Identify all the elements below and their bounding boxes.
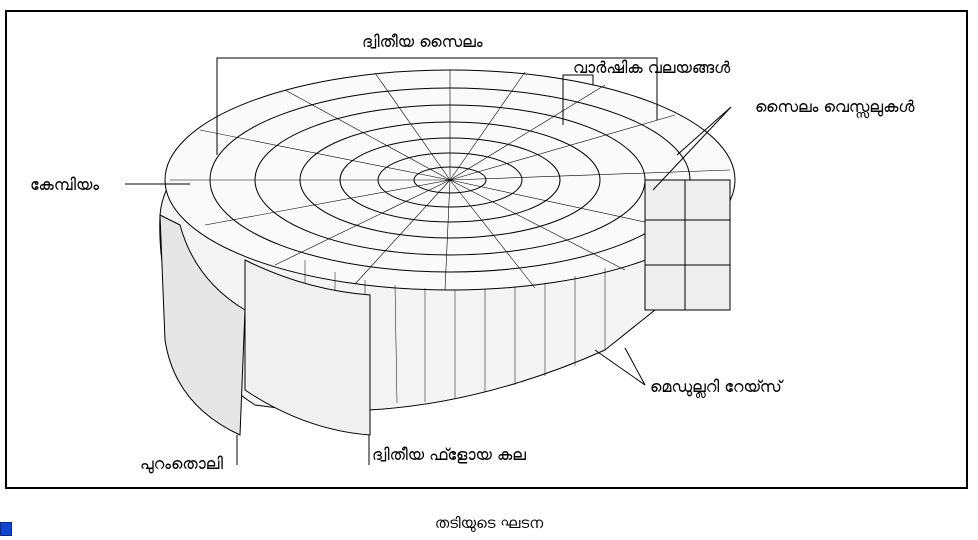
- selection-handle[interactable]: [0, 522, 12, 536]
- label-cambium: കേമ്പിയം: [30, 176, 99, 194]
- label-bark: പുറംതൊലി: [140, 455, 223, 473]
- label-secondary-xylem: ദ്വിതീയ സൈലം: [362, 33, 483, 51]
- xylem-vessel-block: [645, 180, 730, 310]
- stem-cross-section-illustration: [5, 10, 968, 489]
- label-annual-rings: വാർഷിക വലയങ്ങൾ: [573, 59, 730, 77]
- figure-caption: തടിയുടെ ഘടന: [0, 514, 978, 532]
- label-secondary-phloem: ദ്വിതീയ ഫ്ളോയ കല: [372, 446, 526, 464]
- label-xylem-vessels: സൈലം വെസ്സലുകൾ: [755, 98, 914, 116]
- label-medullary-rays: മെഡുല്ലറി റേയ്സ്: [650, 378, 782, 396]
